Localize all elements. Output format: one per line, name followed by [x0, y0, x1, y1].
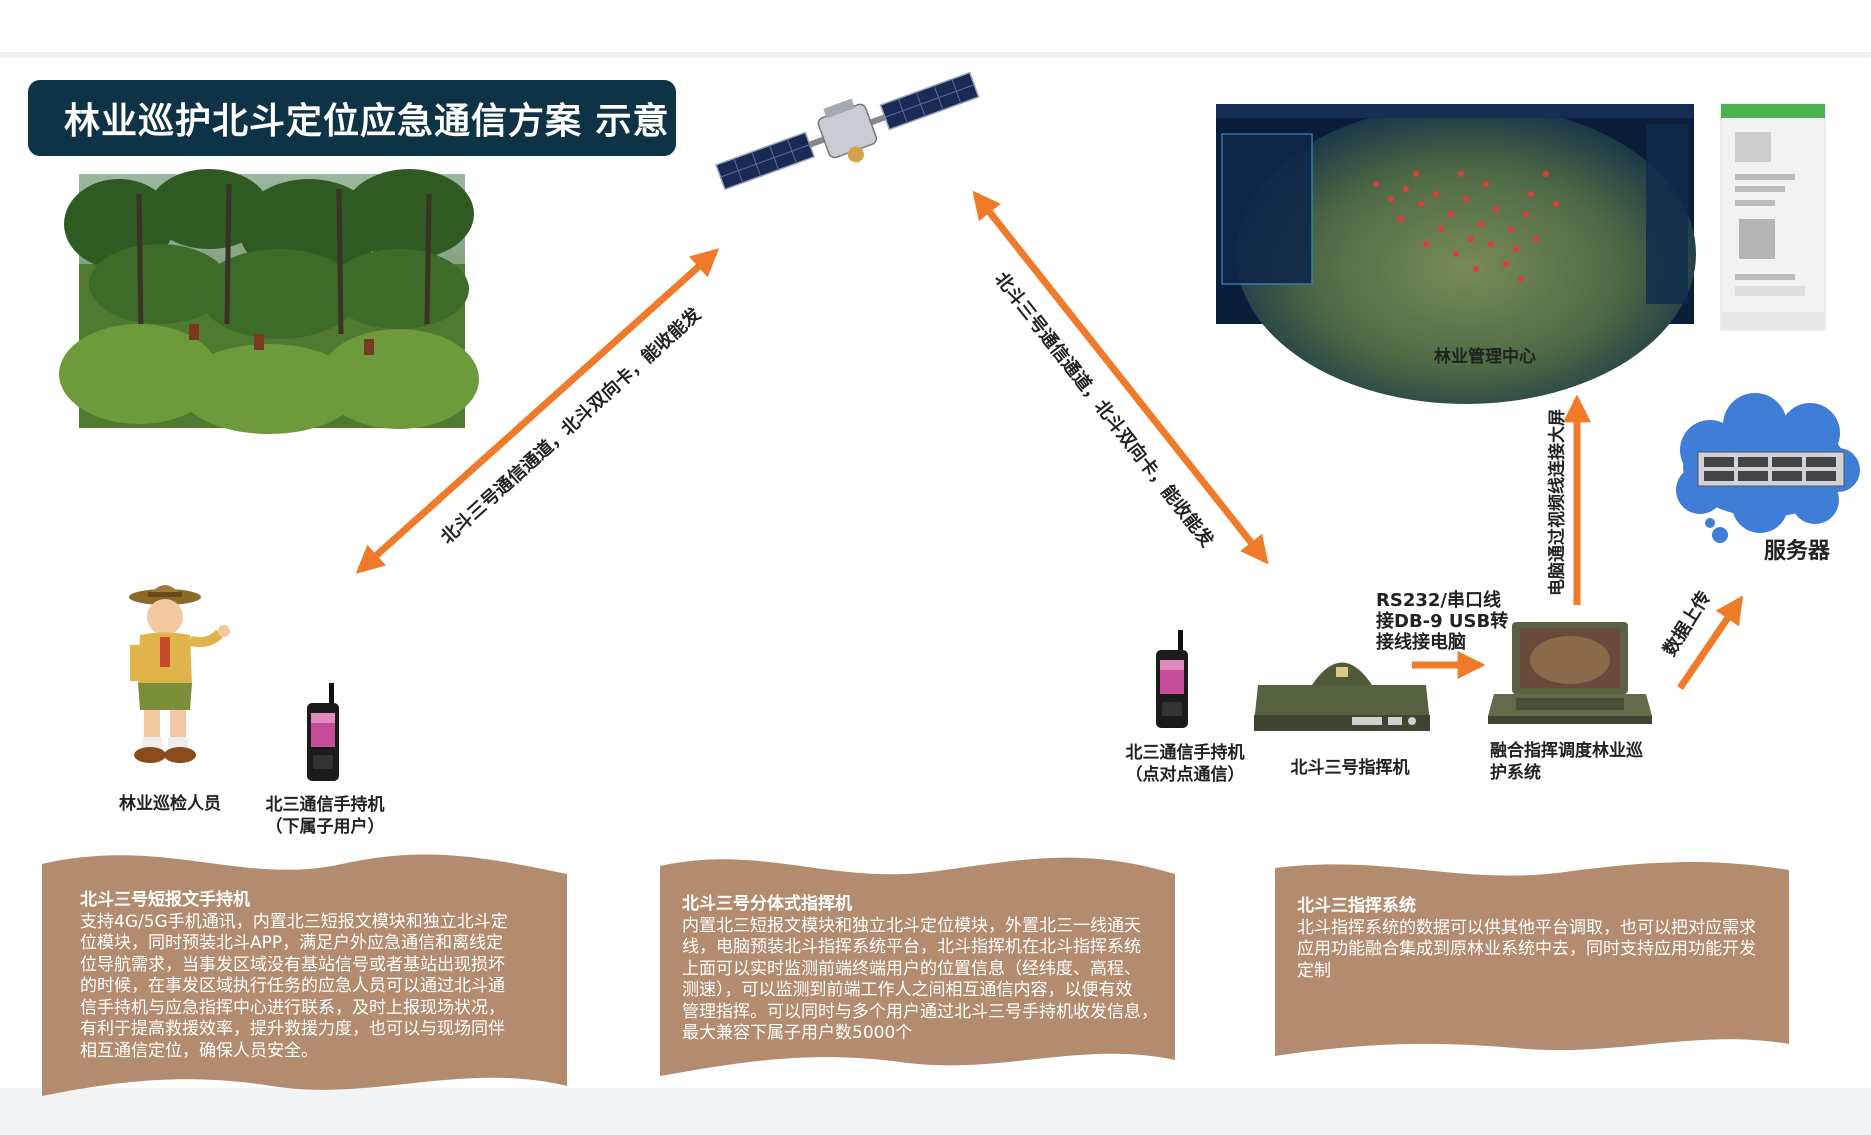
left-link-arrow: [355, 248, 720, 574]
server-cloud-icon: [1670, 393, 1860, 545]
panel-shape: [1275, 861, 1789, 1056]
handset-icon: [305, 683, 341, 783]
page-title: 林业巡护北斗定位应急通信方案 示意: [28, 80, 676, 156]
panel-line: 管理指挥。可以同时与多个用户通过北斗三号手持机收发信息，: [682, 1001, 1158, 1022]
rs232-label: RS232/串口线 接DB-9 USB转 接线接电脑: [1376, 590, 1508, 653]
panel-line: 位模块，同时预装北斗APP，满足户外应急通信和离线定: [80, 933, 504, 953]
handset-p2p-line: 北三通信手持机: [1125, 743, 1245, 763]
management-center-screen: [1216, 104, 1696, 404]
panel-line: 内置北三短报文模块和独立北斗定位模块，外置北三一线通天: [682, 915, 1141, 936]
panel-line: 线，电脑预装北斗指挥系统平台，北斗指挥机在北斗指挥系统: [682, 937, 1141, 957]
command-laptop-icon: [1486, 620, 1654, 725]
top-bar: [0, 0, 1871, 58]
satellite-icon: [712, 70, 982, 191]
fusion-system-line: 融合指挥调度林业巡: [1490, 741, 1643, 761]
panel-heading: 北斗三号分体式指挥机: [682, 894, 852, 914]
panel-shape: [42, 854, 567, 1096]
panel-system: 北斗三指挥系统 北斗指挥系统的数据可以供其他平台调取，也可以把对应需求 应用功能…: [1297, 896, 1777, 982]
phone-app-screenshot: [1720, 103, 1826, 331]
panel-line: 信手持机与应急指挥中心进行联系，及时上报现场状况，: [80, 997, 505, 1018]
handset-sub-line: （下属子用户）: [265, 817, 385, 837]
ranger-character-icon: [120, 575, 230, 775]
upload-arrow: [1677, 595, 1744, 690]
bottom-bar: [0, 1088, 1871, 1135]
panel-handset: 北斗三号短报文手持机 支持4G/5G手机通讯，内置北三短报文模块和独立北斗定 位…: [80, 890, 540, 1062]
video-link-label: 电脑通过视频线连接大屏: [1547, 409, 1568, 596]
beidou-commander-device-icon: [1252, 645, 1432, 735]
rs232-line: 接DB-9 USB转: [1376, 611, 1509, 632]
handset-sub-line: 北三通信手持机: [265, 795, 385, 815]
rs232-line: 接线接电脑: [1376, 632, 1466, 653]
panel-line: 的时候，在事发区域执行任务的应急人员可以通过北斗通: [80, 976, 505, 996]
panel-line: 最大兼容下属子用户数5000个: [682, 1023, 913, 1043]
panel-line: 应用功能融合集成到原林业系统中去，同时支持应用功能开发: [1297, 939, 1756, 959]
patrol-person-label: 林业巡检人员: [119, 794, 221, 814]
server-label: 服务器: [1764, 539, 1831, 564]
panel-line: 上面可以实时监测前端终端用户的位置信息（经纬度、高程、: [682, 958, 1141, 979]
panel-line: 北斗指挥系统的数据可以供其他平台调取，也可以把对应需求: [1297, 917, 1756, 938]
panel-shape: [660, 857, 1175, 1076]
handset-sub-label: 北三通信手持机 （下属子用户）: [250, 794, 400, 838]
panel-line: 支持4G/5G手机通讯，内置北三短报文模块和独立北斗定: [80, 911, 508, 932]
right-link-arrow: [972, 190, 1269, 565]
fusion-system-line: 护系统: [1490, 763, 1541, 783]
commander-label: 北斗三号指挥机: [1290, 758, 1410, 778]
fusion-system-label: 融合指挥调度林业巡 护系统: [1490, 740, 1670, 784]
handset-p2p-line: （点对点通信）: [1125, 765, 1245, 785]
mgmt-center-label: 林业管理中心: [1434, 347, 1536, 367]
panel-commander: 北斗三号分体式指挥机 内置北三短报文模块和独立北斗定位模块，外置北三一线通天 线…: [682, 894, 1172, 1045]
panel-line: 位导航需求，当事发区域没有基站信号或者基站出现损坏: [80, 954, 505, 975]
rs232-line: RS232/串口线: [1376, 590, 1501, 611]
handset-p2p-label: 北三通信手持机 （点对点通信）: [1110, 742, 1260, 786]
panel-line: 测速），可以监测到前端工作人之间相互通信内容，以便有效: [682, 980, 1133, 1000]
panel-line: 相互通信定位，确保人员安全。: [80, 1040, 318, 1061]
panel-heading: 北斗三指挥系统: [1297, 896, 1416, 916]
handset-icon: [1154, 630, 1190, 730]
panel-line: 定制: [1297, 960, 1331, 981]
panel-line: 有利于提高救援效率，提升救援力度，也可以与现场同伴: [80, 1019, 505, 1039]
panel-heading: 北斗三号短报文手持机: [80, 890, 250, 910]
